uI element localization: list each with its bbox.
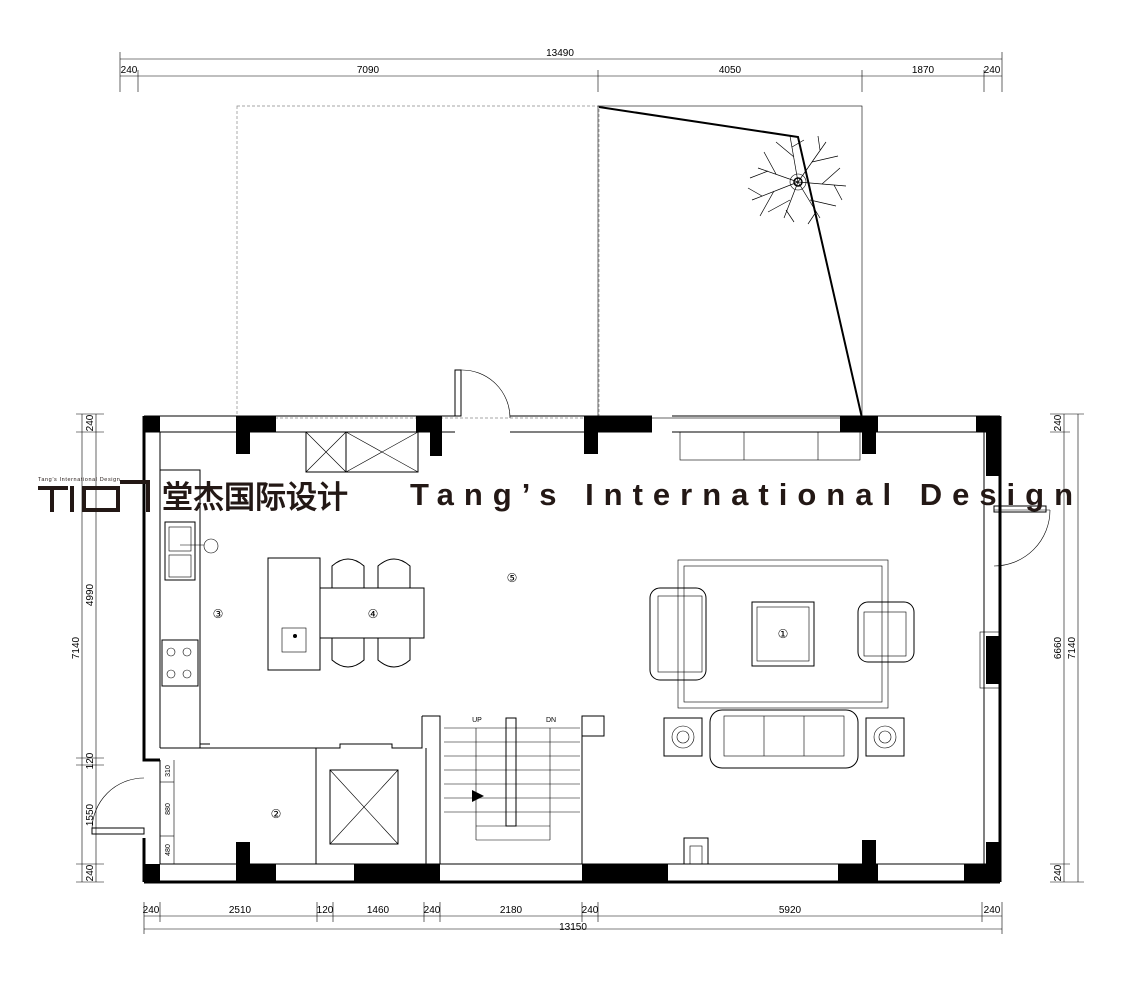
dim-top-seg-4: 1870 [912,65,935,76]
dim-bottom-overall: 13150 [559,922,587,933]
dim-right-seg-2: 240 [1053,864,1064,881]
dim-top-seg-5: 240 [984,65,1001,76]
dim-right-overall: 7140 [1067,636,1078,659]
dim-inner-1: 310 [165,765,172,777]
dim-bottom-seg-8: 5920 [779,905,802,916]
left-dimension-chain: 7140 240 4990 120 1550 240 [71,413,104,883]
dim-bottom-seg-2: 2510 [229,905,252,916]
bottom-dimension-chain: 240 2510 120 1460 240 2180 240 5920 240 … [143,902,1003,934]
dim-left-seg-3: 120 [85,752,96,769]
stair-down-label: DN [546,717,556,724]
dim-inner-3: 480 [165,844,172,856]
dim-right-seg-1: 240 [1053,414,1064,431]
dim-top-seg-2: 7090 [357,65,380,76]
stair-up-label: UP [472,717,482,724]
dim-top-seg-3: 4050 [719,65,742,76]
room-label-5: ⑤ [507,571,518,585]
dim-inner-2: 880 [165,803,172,815]
dim-left-seg-1: 240 [85,414,96,431]
dim-bottom-seg-7: 240 [582,905,599,916]
tree-icon [747,135,847,225]
cooktop-icon [161,639,199,687]
right-dimension-chain: 240 6660 240 7140 [1050,413,1084,883]
dim-bottom-seg-1: 240 [143,905,160,916]
dim-left-overall: 7140 [71,636,82,659]
dim-bottom-seg-6: 2180 [500,905,523,916]
chair-icon [331,558,411,668]
dim-bottom-seg-9: 240 [984,905,1001,916]
terrace-area [236,105,863,419]
sofa-icon [649,587,915,769]
brand-name-en: Tang’s International Design [410,477,1083,512]
staircase: UP DN [422,715,605,864]
dim-bottom-seg-4: 1460 [367,905,390,916]
living-area: ① [649,559,915,865]
door-swing-icon [91,369,1051,835]
dim-left-seg-4: 1550 [85,803,96,826]
sink-icon [164,521,219,581]
utility-room: 310 880 480 ② [159,760,282,864]
elevator-shaft [315,716,427,864]
dim-top-seg-1: 240 [121,65,138,76]
room-label-1: ① [778,627,789,641]
top-dimension-chain: 13490 240 7090 4050 1870 240 [119,48,1003,92]
room-label-3: ③ [213,607,224,621]
brand-logo: Tang’s International Design 堂杰国际设计 Tang’… [38,477,1083,516]
dim-left-seg-2: 4990 [85,583,96,606]
kitchen [160,431,419,749]
dim-right-inner: 6660 [1053,636,1064,659]
room-label-2: ② [271,807,282,821]
dim-bottom-seg-3: 120 [317,905,334,916]
dining-area: ④ [267,557,425,671]
brand-name-cn: 堂杰国际设计 [162,480,348,516]
room-label-4: ④ [368,607,379,621]
brand-tagline: Tang’s International Design [38,477,120,483]
exterior-walls [142,415,1002,884]
dim-left-seg-5: 240 [85,864,96,881]
dim-bottom-seg-5: 240 [424,905,441,916]
dim-top-overall: 13490 [546,48,574,59]
lamp-icon [663,717,905,757]
